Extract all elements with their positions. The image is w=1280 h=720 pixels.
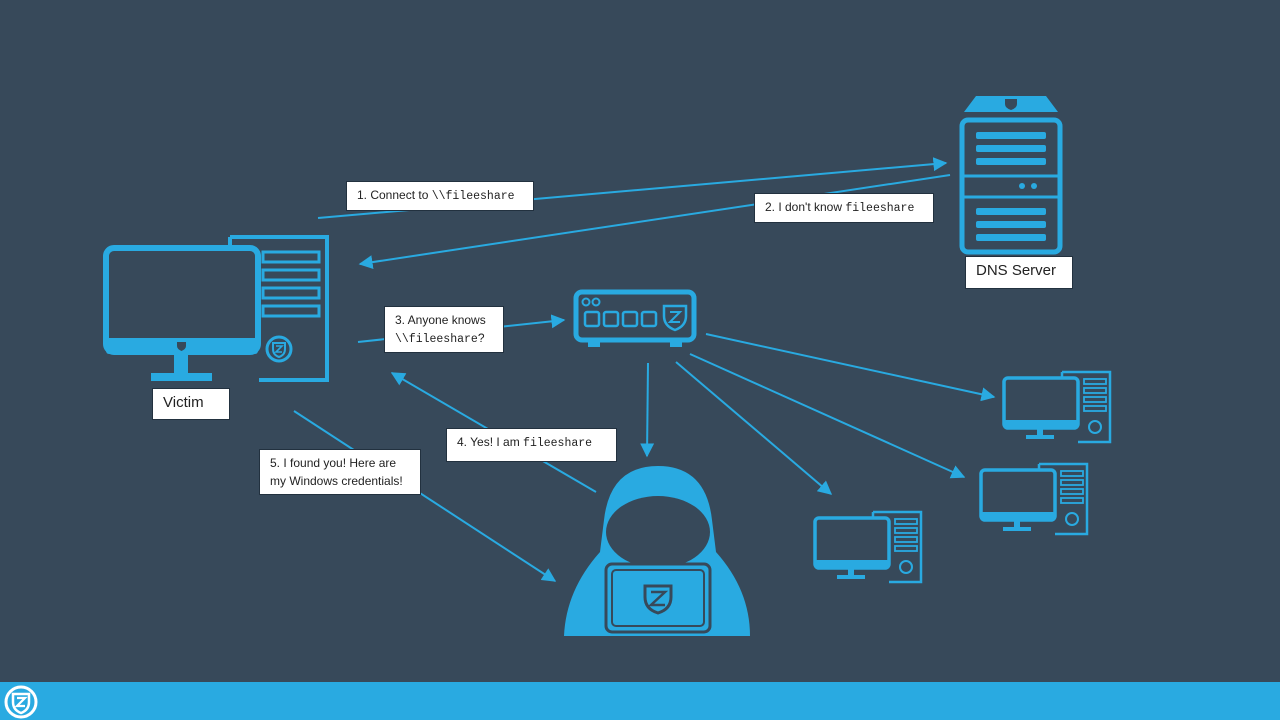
victim-label-text: Victim bbox=[163, 394, 204, 411]
dns-server-icon bbox=[959, 96, 1063, 255]
arrow-switch-to-peer-2 bbox=[689, 353, 966, 479]
arrow-switch-to-peer-1 bbox=[675, 361, 833, 495]
victim-computer-icon bbox=[103, 235, 329, 382]
step-4-label: 4. Yes! I am fileeshare bbox=[446, 428, 617, 462]
network-switch-icon bbox=[573, 289, 697, 347]
step-5-line-2: my Windows credentials! bbox=[270, 474, 403, 488]
arrow-step-5 bbox=[293, 410, 557, 582]
step-5-line-1: 5. I found you! Here are bbox=[270, 456, 397, 470]
step-2-text: 2. I don't know bbox=[765, 200, 846, 214]
step-2-label: 2. I don't know fileeshare bbox=[754, 193, 934, 223]
step-5-label: 5. I found you! Here are my Windows cred… bbox=[259, 449, 421, 495]
step-1-label: 1. Connect to \\fileeshare bbox=[346, 181, 534, 211]
step-4-text: 4. Yes! I am bbox=[457, 435, 524, 449]
dns-server-label-text: DNS Server bbox=[976, 262, 1057, 279]
step-4-code: fileeshare bbox=[523, 437, 593, 450]
arrow-switch-to-peer-3 bbox=[705, 333, 996, 402]
step-3-suffix: ? bbox=[477, 331, 485, 345]
step-1-text: 1. Connect to bbox=[357, 188, 432, 202]
peer-computer-icon bbox=[979, 462, 1089, 536]
shield-logo-icon bbox=[4, 685, 38, 719]
step-2-code: fileeshare bbox=[845, 202, 915, 215]
dns-server-label: DNS Server bbox=[965, 256, 1073, 289]
step-3-label: 3. Anyone knows \\fileeshare? bbox=[384, 306, 504, 353]
arrow-switch-to-attacker bbox=[640, 362, 655, 458]
peer-computer-icon bbox=[1002, 370, 1112, 444]
arrow-step-2 bbox=[358, 174, 951, 270]
step-1-code: \\fileeshare bbox=[431, 190, 515, 203]
hooded-hacker-icon bbox=[564, 466, 750, 636]
footer-bar bbox=[0, 682, 1280, 720]
step-3-text: 3. Anyone knows bbox=[395, 313, 486, 327]
victim-label: Victim bbox=[152, 388, 230, 420]
peer-computer-icon bbox=[813, 510, 923, 584]
step-3-code: \\fileeshare bbox=[395, 333, 478, 346]
